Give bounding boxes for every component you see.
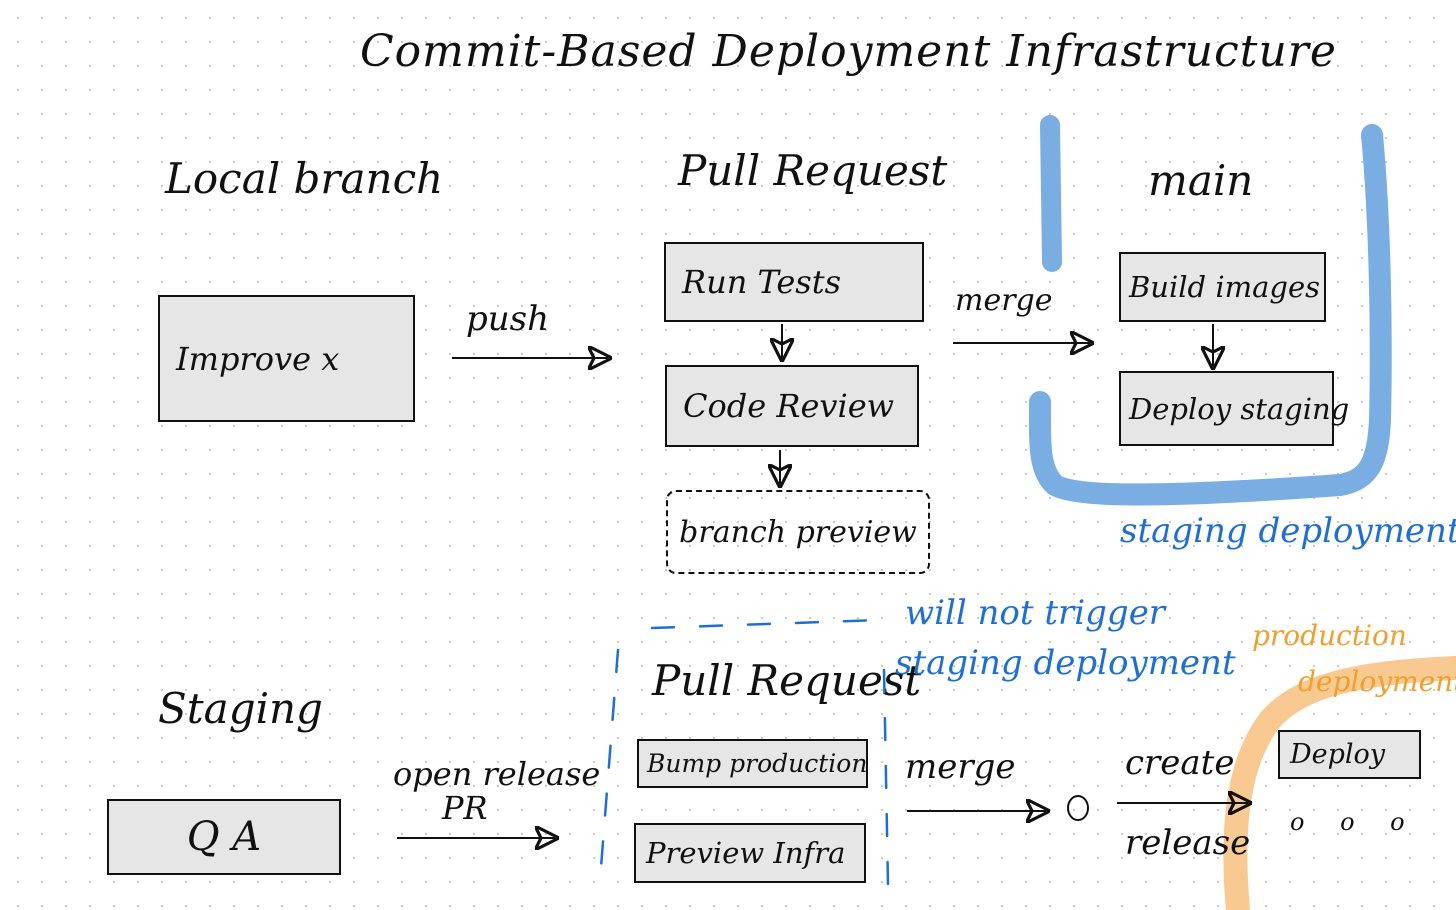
annotation-production: production	[1252, 619, 1407, 652]
header-main: main	[1148, 156, 1254, 205]
box-deploy: Deploy	[1278, 730, 1421, 779]
box-branch-preview: branch preview	[666, 490, 930, 574]
header-staging: Staging	[158, 684, 323, 733]
header-local-branch: Local branch	[165, 154, 444, 203]
header-pull-request-release: Pull Request	[652, 656, 922, 705]
box-preview-infra: Preview Infra	[634, 823, 866, 883]
annotation-staging-deployment: staging deployment	[1120, 511, 1456, 551]
label-pr: PR	[442, 789, 488, 827]
label-release: release	[1125, 823, 1251, 863]
production-highlight-arc	[1223, 656, 1456, 910]
box-build-images: Build images	[1119, 252, 1326, 322]
header-pull-request: Pull Request	[678, 146, 948, 195]
box-code-review: Code Review	[665, 365, 919, 447]
box-run-tests: Run Tests	[664, 242, 924, 322]
diagram-title: Commit-Based Deployment Infrastructure	[360, 26, 1337, 77]
annotation-deployment: deployment	[1298, 665, 1456, 698]
label-merge-release: merge	[905, 747, 1016, 787]
box-bump-production: Bump production	[637, 739, 868, 788]
label-push: push	[466, 299, 550, 339]
staging-highlight-left-bar	[1040, 115, 1062, 272]
box-qa: Q A	[107, 799, 341, 875]
box-improve-x: Improve x	[158, 295, 415, 422]
label-more-ellipsis: o o o	[1290, 808, 1419, 836]
release-commit-node	[1067, 795, 1089, 821]
label-open-release: open release	[393, 755, 601, 793]
box-deploy-staging: Deploy staging	[1119, 371, 1349, 446]
annotation-staging-deployment-2: staging deployment	[895, 643, 1236, 683]
label-merge: merge	[955, 283, 1053, 318]
annotation-will-not-trigger: will not trigger	[905, 593, 1166, 633]
label-create: create	[1125, 743, 1235, 783]
